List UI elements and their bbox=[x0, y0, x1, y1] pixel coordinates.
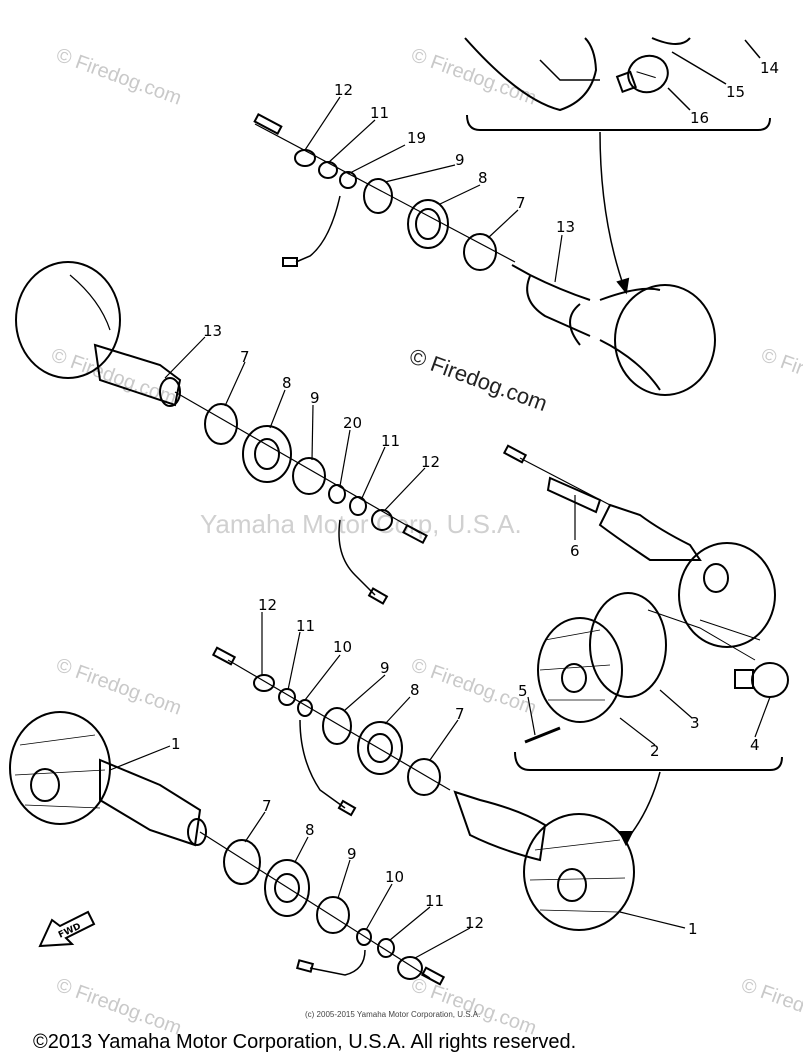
washer-7 bbox=[223, 839, 261, 885]
callout-1: 1 bbox=[688, 920, 698, 938]
callout-10: 10 bbox=[333, 638, 352, 656]
lens-1-right bbox=[523, 813, 635, 931]
lens-1-left bbox=[9, 711, 111, 825]
callout-12: 12 bbox=[421, 453, 440, 471]
callout-9: 9 bbox=[347, 845, 357, 863]
callout-16: 16 bbox=[690, 109, 709, 127]
washer-11 bbox=[318, 161, 338, 179]
watermark-repeat: © Firedog.com bbox=[408, 974, 539, 1040]
nut-12 bbox=[294, 149, 316, 167]
watermark-layer: © Firedog.com © Firedog.com © Firedog.co… bbox=[48, 44, 803, 1040]
callout-12: 12 bbox=[258, 596, 277, 614]
callout-12: 12 bbox=[465, 914, 484, 932]
nut-12 bbox=[397, 956, 423, 980]
callout-11: 11 bbox=[381, 432, 400, 450]
callout-2: 2 bbox=[650, 742, 660, 760]
copyright: ©2013 Yamaha Motor Corporation, U.S.A. A… bbox=[33, 1031, 576, 1053]
washer-20 bbox=[328, 484, 346, 504]
washer-7 bbox=[204, 403, 238, 445]
gasket-9 bbox=[292, 457, 326, 495]
callout-7: 7 bbox=[240, 348, 250, 366]
assembly-left-middle bbox=[15, 261, 428, 605]
callout-11: 11 bbox=[296, 617, 315, 635]
assembly-lower-upper bbox=[211, 646, 635, 931]
callout-11: 11 bbox=[425, 892, 444, 910]
assembly-right-middle bbox=[502, 444, 789, 847]
washer-7 bbox=[463, 233, 497, 271]
washer-11 bbox=[278, 688, 296, 706]
callout-7: 7 bbox=[262, 797, 272, 815]
callout-19: 19 bbox=[407, 129, 426, 147]
callout-8: 8 bbox=[478, 169, 488, 187]
nut-12 bbox=[253, 674, 275, 692]
callout-8: 8 bbox=[305, 821, 315, 839]
gasket-8 bbox=[242, 425, 292, 483]
callout-7: 7 bbox=[516, 194, 526, 212]
callout-13: 13 bbox=[556, 218, 575, 236]
callout-7: 7 bbox=[455, 705, 465, 723]
callout-numbers: 12 11 19 9 8 7 13 14 15 16 13 7 8 9 20 1… bbox=[171, 59, 779, 938]
callout-3: 3 bbox=[690, 714, 700, 732]
lens-2 bbox=[537, 617, 623, 723]
washer-7 bbox=[407, 758, 441, 796]
watermark-repeat: © Firedog.com bbox=[53, 44, 184, 110]
watermark-repeat: © Firedog.com bbox=[738, 974, 803, 1040]
socket-6 bbox=[546, 476, 602, 514]
leader-lines bbox=[109, 96, 771, 959]
bulb-4 bbox=[751, 662, 789, 698]
callout-4: 4 bbox=[750, 736, 760, 754]
watermark-main: © Firedog.com bbox=[406, 343, 550, 416]
bulb-16 bbox=[615, 54, 669, 94]
assembly-lower-left bbox=[9, 711, 446, 986]
washer-11 bbox=[349, 496, 367, 516]
callout-10: 10 bbox=[385, 868, 404, 886]
fwd-arrow: FWD bbox=[38, 910, 96, 948]
washer-11 bbox=[377, 938, 395, 958]
watermark-repeat: © Firedog.com bbox=[53, 654, 184, 720]
gasket-9 bbox=[363, 178, 393, 214]
callout-15: 15 bbox=[726, 83, 745, 101]
callout-5: 5 bbox=[518, 682, 528, 700]
watermark-repeat: © Firedog.com bbox=[408, 44, 539, 110]
callout-1: 1 bbox=[171, 735, 181, 753]
washer-10 bbox=[356, 928, 372, 946]
callout-13: 13 bbox=[203, 322, 222, 340]
callout-9: 9 bbox=[455, 151, 465, 169]
callout-8: 8 bbox=[410, 681, 420, 699]
callout-20: 20 bbox=[343, 414, 362, 432]
gasket-8 bbox=[407, 199, 449, 249]
lens-13-left bbox=[15, 261, 121, 379]
gasket-9 bbox=[322, 707, 352, 745]
callout-14: 14 bbox=[760, 59, 779, 77]
watermark-repeat: © Firedog.com bbox=[758, 344, 803, 410]
callout-9: 9 bbox=[310, 389, 320, 407]
callout-9: 9 bbox=[380, 659, 390, 677]
callout-11: 11 bbox=[370, 104, 389, 122]
nut-12 bbox=[371, 509, 393, 531]
callout-12: 12 bbox=[334, 81, 353, 99]
washer-19 bbox=[339, 171, 357, 189]
copyright-small: (c) 2005-2015 Yamaha Motor Corporation, … bbox=[305, 1010, 480, 1019]
watermark-repeat: © Firedog.com bbox=[53, 974, 184, 1040]
lens-housing-6 bbox=[678, 542, 776, 648]
rim-3 bbox=[589, 592, 667, 698]
callout-6: 6 bbox=[570, 542, 580, 560]
gasket-8 bbox=[264, 859, 310, 917]
assembly-upper-right bbox=[253, 113, 716, 396]
gasket-9 bbox=[316, 896, 350, 934]
gasket-8 bbox=[357, 721, 403, 775]
callout-8: 8 bbox=[282, 374, 292, 392]
lens-13-upper bbox=[614, 284, 716, 396]
screw-5 bbox=[524, 726, 561, 744]
inset-top bbox=[464, 37, 771, 295]
